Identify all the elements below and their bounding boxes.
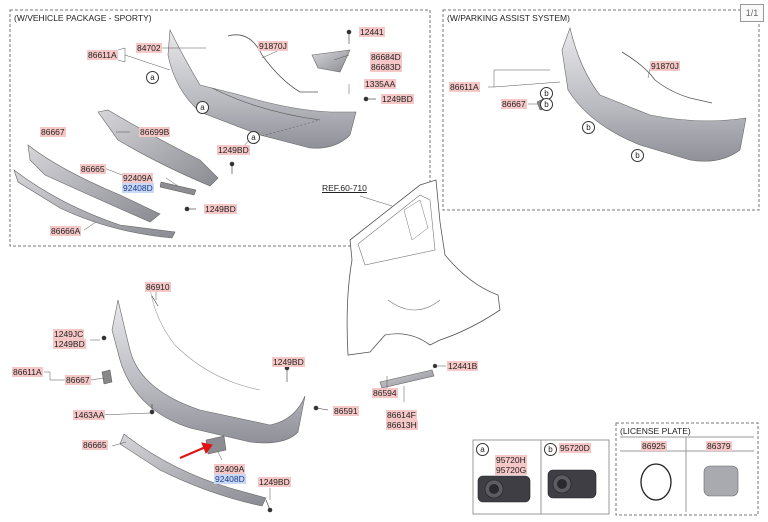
part-label-86613H[interactable]: 86613H [386,420,418,430]
part-label-86611A[interactable]: 86611A [12,367,43,377]
group-border-sporty [9,9,431,247]
lower-skid-plate [27,144,161,223]
part-label-86594[interactable]: 86594 [372,388,398,398]
lower-molding-standard [119,433,267,507]
part-label-86611A[interactable]: 86611A [87,50,118,60]
license-gasket-ring [640,463,672,501]
part-label-12441[interactable]: 12441 [359,27,385,37]
sensor-image-b [547,469,597,499]
sensor-image-a [477,475,531,503]
callout-a: a [196,101,209,114]
part-label-86591[interactable]: 86591 [333,406,359,416]
part-label-84702[interactable]: 84702 [136,43,162,53]
part-label-92408D[interactable]: 92408D [214,474,246,484]
part-label-86667[interactable]: 86667 [65,375,91,385]
part-label-86614F[interactable]: 86614F [386,410,417,420]
grille-sporty [97,109,219,187]
part-label-92409A[interactable]: 92409A [214,464,246,474]
part-label-91870J[interactable]: 91870J [650,61,680,71]
part-label-86683D[interactable]: 86683D [370,62,402,72]
ref-link[interactable]: REF.60-710 [322,183,367,193]
group-title-parking: (W/PARKING ASSIST SYSTEM) [447,13,570,23]
part-label-86666A[interactable]: 86666A [50,226,82,236]
part-label-1249BD[interactable]: 1249BD [204,204,237,214]
reflector-bracket [311,49,351,73]
part-label-95720H[interactable]: 95720H [495,455,527,465]
lower-molding [13,169,176,239]
part-label-86665[interactable]: 86665 [80,164,106,174]
group-title-license: (LICENSE PLATE) [620,426,691,436]
callout-b: b [544,443,557,456]
part-label-1249BD[interactable]: 1249BD [53,339,86,349]
part-label-1249JC[interactable]: 1249JC [53,329,85,339]
page-indicator: 1/1 [740,4,764,22]
callout-a: a [476,443,489,456]
part-label-92409A[interactable]: 92409A [122,173,154,183]
callout-a: a [247,131,260,144]
sensor-harness [621,51,713,104]
group-border-license [615,422,759,516]
part-label-86684D[interactable]: 86684D [370,52,402,62]
bumper-cover-parking [561,26,747,162]
part-label-92408D[interactable]: 92408D [122,183,154,193]
group-title-sporty: (W/VEHICLE PACKAGE - SPORTY) [14,13,152,23]
highlight-arrow [179,444,209,460]
part-label-1249BD[interactable]: 1249BD [272,357,305,367]
group-border-parking [442,9,760,211]
part-label-86699B[interactable]: 86699B [139,127,171,137]
part-label-1249BD[interactable]: 1249BD [217,145,250,155]
part-label-1249BD[interactable]: 1249BD [381,94,414,104]
part-label-86667[interactable]: 86667 [40,127,66,137]
quarter-panel-outline [346,179,501,356]
part-label-86665[interactable]: 86665 [82,440,108,450]
part-label-1249BD[interactable]: 1249BD [258,477,291,487]
callout-b: b [540,98,553,111]
license-lamp-cover [703,465,739,497]
wiring-harness [227,34,318,93]
callout-a: a [146,71,159,84]
part-label-86667[interactable]: 86667 [501,99,527,109]
callout-b: b [582,121,595,134]
part-label-86611A[interactable]: 86611A [449,82,480,92]
part-label-12441B[interactable]: 12441B [447,361,479,371]
part-label-95720G[interactable]: 95720G [495,465,528,475]
part-label-1463AA[interactable]: 1463AA [73,410,106,420]
part-label-86379[interactable]: 86379 [706,441,732,451]
part-label-1335AA[interactable]: 1335AA [364,79,397,89]
part-label-86910[interactable]: 86910 [145,282,171,292]
part-label-91870J[interactable]: 91870J [258,41,288,51]
callout-b: b [631,149,644,162]
part-label-95720D[interactable]: 95720D [559,443,591,453]
bumper-cover-standard [111,299,306,444]
side-molding [379,369,435,389]
part-label-86925[interactable]: 86925 [641,441,667,451]
